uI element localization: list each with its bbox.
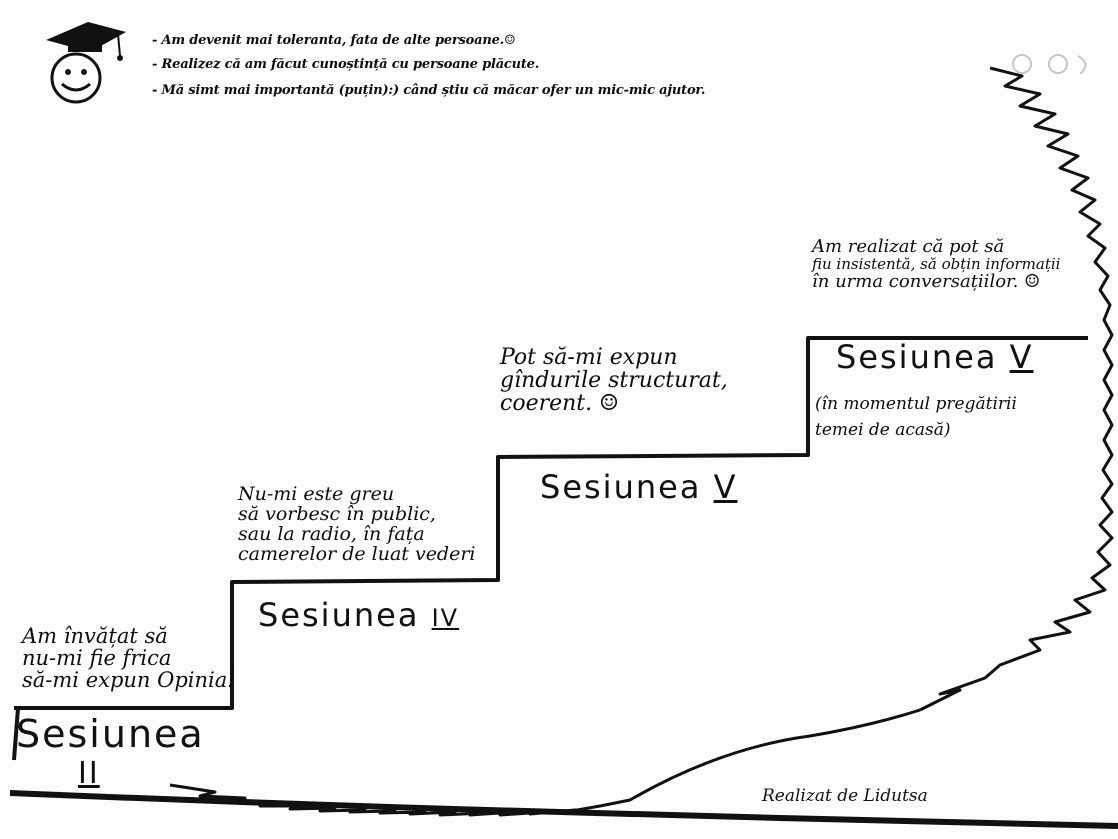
step-4-note-line: fiu insistentă, să obțin informații [812, 254, 1061, 273]
step-3-session-word: Sesiunea [540, 468, 702, 506]
step-1-session-label: Sesiunea [16, 712, 205, 756]
step-4-subnote: (în momentul pregătirii temei de acasă) [815, 392, 1017, 443]
step-tick [12, 707, 20, 761]
step-3-note-line: coerent. ☺ [500, 391, 619, 417]
step-3-note: Pot să-mi expun gîndurile structurat, co… [500, 346, 728, 415]
step-4-session-word: Sesiunea [836, 338, 998, 376]
step-2-note-line: sau la radio, în fața [238, 522, 425, 545]
step-4-note-line: Am realizat că pot să [812, 236, 1005, 257]
top-note-2: - Realizez că am făcut cunoștință cu per… [152, 57, 540, 72]
step-2-session-label: Sesiunea IV [258, 596, 459, 634]
step-3-note-line: Pot să-mi expun [500, 345, 678, 370]
step-4-note: Am realizat că pot să fiu insistentă, să… [812, 236, 1061, 292]
step-2-note-line: să vorbesc în public, [238, 502, 436, 525]
staircase-outline [14, 336, 1088, 710]
step-3-note-line: gîndurile structurat, [500, 368, 728, 394]
step-4-subnote-line: temei de acasă) [815, 419, 951, 440]
signature: Realizat de Lidutsa [762, 786, 928, 806]
step-4-note-line: în urma conversațiilor. ☺ [812, 270, 1041, 292]
step-1-session-number: II [78, 756, 100, 791]
step-4-session-number: V [1009, 338, 1034, 376]
graduation-smiley-icon [46, 22, 126, 104]
step-2-note-line: camerelor de luat vederi [238, 542, 476, 565]
step-1-note-line: Am învățat să [22, 624, 168, 648]
smiley-doodle-icon [1012, 54, 1087, 75]
step-1-note-line: să-mi expun Opinia! [22, 668, 236, 693]
top-note-1: - Am devenit mai toleranta, fata de alte… [152, 33, 516, 48]
step-3-session-label: Sesiunea V [540, 468, 737, 506]
step-4-subnote-line: (în momentul pregătirii [815, 394, 1017, 414]
step-4-session-label: Sesiunea V [836, 338, 1033, 376]
step-2-note-line: Nu-mi este greu [238, 483, 395, 505]
bottom-squiggle [169, 708, 921, 817]
step-2-note: Nu-mi este greu să vorbesc în public, sa… [238, 483, 476, 565]
step-3-session-number: V [713, 468, 738, 506]
step-1-note: Am învățat să nu-mi fie frica să-mi expu… [22, 625, 236, 691]
right-wave [919, 66, 1114, 712]
top-note-3: - Mă simt mai importantă (puțin):) când … [152, 83, 706, 98]
step-2-session-word: Sesiunea [258, 596, 420, 634]
step-1-note-line: nu-mi fie frica [22, 646, 172, 671]
step-2-session-number: IV [431, 604, 460, 632]
